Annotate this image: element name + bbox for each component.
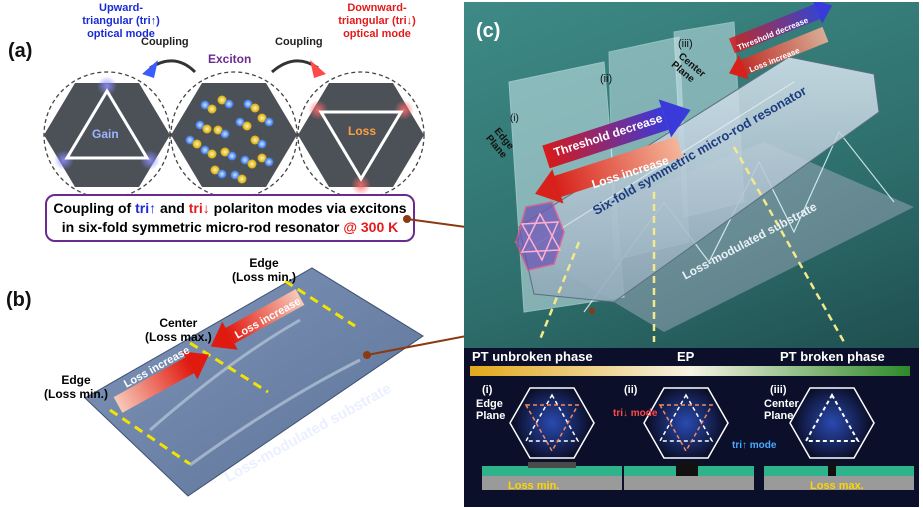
edge-line-left xyxy=(109,408,191,466)
coupling-arrowhead-right xyxy=(310,60,326,78)
exciton-dot xyxy=(224,99,234,109)
downward-mode-label: Downward- triangular (tri↓) optical mode xyxy=(322,2,432,41)
caption-tri-down: tri↓ xyxy=(188,200,210,216)
phase-gradient-bar xyxy=(470,366,910,376)
exciton-dot xyxy=(192,139,202,149)
panel-c-graphic xyxy=(508,2,914,343)
exciton-dot xyxy=(213,125,223,135)
upward-mode-line1: Upward- xyxy=(99,2,143,14)
caption-temperature: @ 300 K xyxy=(343,219,399,235)
upward-mode-label: Upward- triangular (tri↑) optical mode xyxy=(66,2,176,41)
panel-b-label: (b) xyxy=(6,289,32,311)
loss-hexagon xyxy=(297,71,425,199)
sub-iii-roman: (iii) xyxy=(770,384,787,396)
downward-mode-line2: triangular (tri↓) xyxy=(338,15,416,27)
gain-hexagon xyxy=(43,71,171,199)
exciton-label: Exciton xyxy=(208,52,252,66)
exciton-dot xyxy=(202,124,212,134)
exciton-dot xyxy=(220,147,230,157)
panel-a-label: (a) xyxy=(8,40,33,62)
exciton-dot xyxy=(242,121,252,131)
exciton-dot xyxy=(243,99,253,109)
exciton-dot xyxy=(220,129,230,139)
profile-iii xyxy=(764,385,914,490)
plane-ii-roman: (ii) xyxy=(600,73,613,85)
exciton-hexagon xyxy=(170,71,298,199)
coupling-label-left: Coupling xyxy=(141,36,189,48)
exciton-dot xyxy=(200,100,210,110)
loss-label: Loss xyxy=(348,124,377,138)
mode-profiles xyxy=(482,385,914,490)
plane-iii-roman: (iii) xyxy=(678,38,693,50)
exciton-dot xyxy=(210,165,220,175)
dropline-i xyxy=(537,241,581,343)
panel-a-caption: Coupling of tri↑ and tri↓ polariton mode… xyxy=(45,194,415,242)
exciton-dot xyxy=(257,153,267,163)
loss-increase-arrow-c xyxy=(535,136,684,204)
rod-end-face xyxy=(515,201,565,271)
threshold-decrease-arrow-small xyxy=(729,2,833,54)
panel-a-graphic xyxy=(43,59,425,199)
exciton-dot xyxy=(257,139,267,149)
panel-c-label: (c) xyxy=(476,20,501,42)
threshold-decrease-arrow xyxy=(542,99,691,169)
plane-i-roman: (i) xyxy=(510,113,519,124)
exciton-dot xyxy=(195,120,205,130)
profile-i xyxy=(482,385,622,490)
exciton-dot xyxy=(247,159,257,169)
upward-mode-line3: optical mode xyxy=(87,28,155,40)
loss-increase-arrow-right xyxy=(210,289,305,350)
center-line xyxy=(189,341,269,394)
sub-iii-loss-label: Loss max. xyxy=(810,480,864,492)
exciton-dot xyxy=(264,157,274,167)
coupling-label-right: Coupling xyxy=(275,36,323,48)
caption-tri-up: tri↑ xyxy=(135,200,157,216)
exciton-dot xyxy=(240,155,250,165)
exciton-dot xyxy=(207,104,217,114)
connector-dot-b xyxy=(363,351,371,359)
coupling-arrowhead-left xyxy=(142,60,158,78)
sub-i-loss-label: Loss min. xyxy=(508,480,560,492)
exciton-dot xyxy=(237,174,247,184)
caption-line2: in six-fold symmetric micro-rod resonato… xyxy=(61,219,399,235)
exciton-dot xyxy=(217,95,227,105)
exciton-dot xyxy=(250,103,260,113)
exciton-dot xyxy=(230,170,240,180)
exciton-dot xyxy=(250,135,260,145)
downward-mode-line1: Downward- xyxy=(347,2,407,14)
edge-label-left: Edge(Loss min.) xyxy=(44,373,109,401)
pt-broken-label: PT broken phase xyxy=(780,349,885,364)
edge-label-top: Edge(Loss min.) xyxy=(232,256,297,284)
exciton-dot xyxy=(227,151,237,161)
downward-mode-line3: optical mode xyxy=(343,28,411,40)
sub-ii-tri-up-label: tri↑ mode xyxy=(732,440,777,451)
panel-b-graphic xyxy=(84,267,424,497)
exciton-dot xyxy=(207,149,217,159)
caption-line1: Coupling of tri↑ and tri↓ polariton mode… xyxy=(53,200,407,216)
exciton-dot xyxy=(264,117,274,127)
center-label: Center(Loss max.) xyxy=(145,316,212,344)
gain-label: Gain xyxy=(92,127,119,141)
exciton-dot xyxy=(217,169,227,179)
loss-increase-arrow-left xyxy=(113,351,209,413)
pt-unbroken-label: PT unbroken phase xyxy=(472,349,593,364)
profile-ii xyxy=(624,385,754,490)
upward-mode-line2: triangular (tri↑) xyxy=(82,15,160,27)
dropline-iii xyxy=(732,146,846,343)
ep-label: EP xyxy=(677,349,695,364)
sub-ii-tri-down-label: tri↓ mode xyxy=(613,408,658,419)
exciton-dot xyxy=(200,145,210,155)
sub-ii-roman: (ii) xyxy=(624,384,638,396)
sub-i-roman: (i) xyxy=(482,384,493,396)
exciton-dot xyxy=(185,135,195,145)
loss-increase-arrow-small xyxy=(729,26,829,80)
exciton-dot xyxy=(235,117,245,127)
exciton-dot xyxy=(257,113,267,123)
